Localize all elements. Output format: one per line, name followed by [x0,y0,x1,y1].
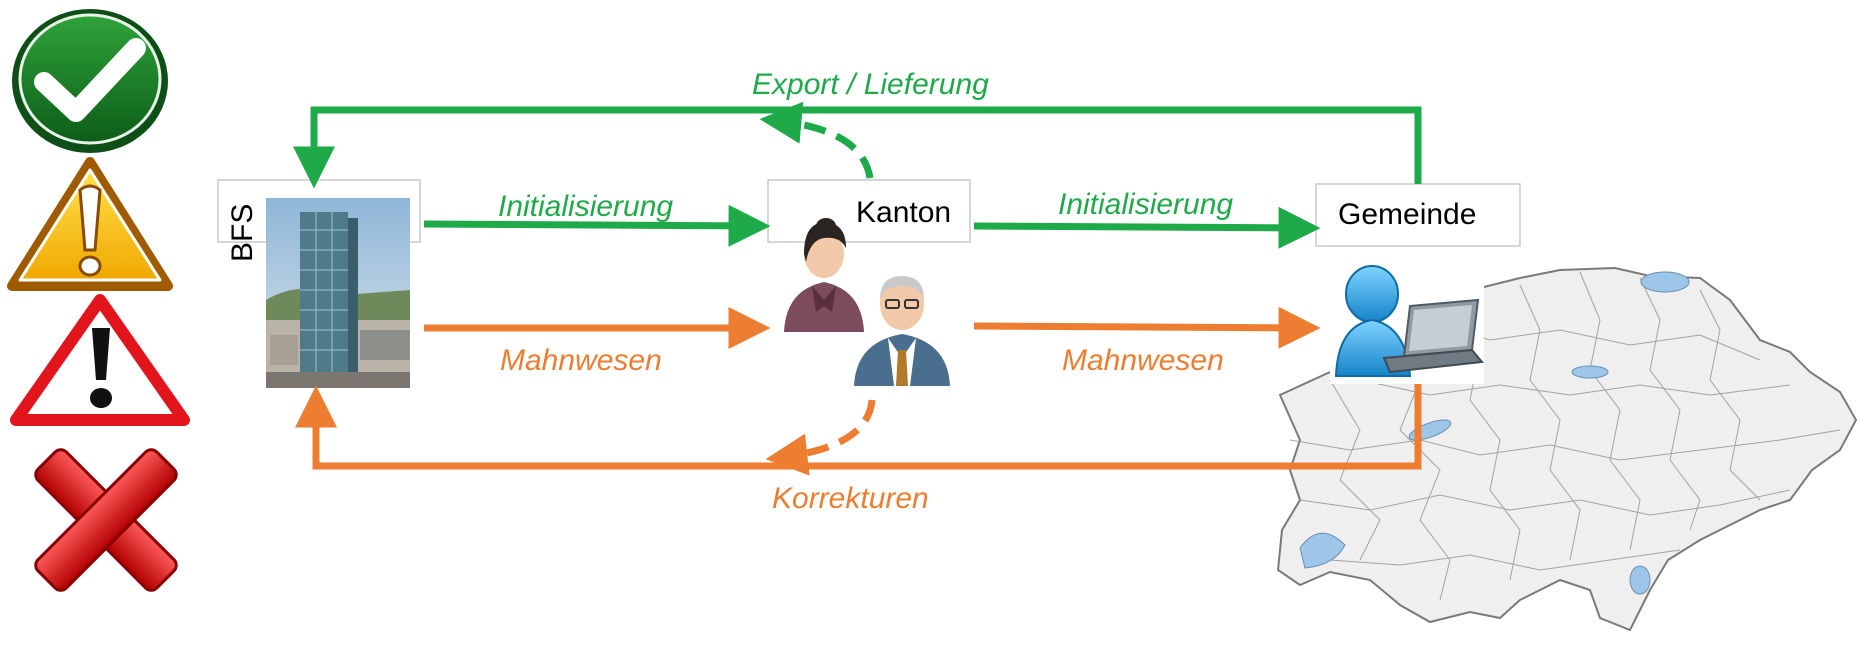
mahn-kanton-gemeinde-label: Mahnwesen [1062,344,1224,377]
korrekturen-label: Korrekturen [772,482,929,515]
bfs-building-photo [266,198,410,388]
error-x-icon [34,448,178,592]
export-arrow [293,106,1422,189]
init-kanton-gemeinde-arrow [973,206,1321,249]
warning-red-icon [10,294,190,426]
korrekturen-dashed-arrow [765,399,876,476]
mahn-bfs-kanton-label: Mahnwesen [500,344,662,377]
warning-yellow-icon [7,157,173,291]
kanton-persons-icon [784,218,950,386]
kanton-box [767,179,971,243]
init-bfs-kanton-arrow [423,204,771,247]
check-icon [12,9,168,153]
init-kanton-gemeinde-label: Initialisierung [1058,188,1234,221]
korrekturen-arrow [295,384,1422,470]
bfs-label: BFS [226,203,259,262]
export-dashed-arrow [759,101,874,179]
gemeinde-box [1315,183,1521,247]
kanton-label: Kanton [856,196,952,229]
init-bfs-kanton-label: Initialisierung [498,190,674,223]
export-label: Export / Lieferung [752,68,989,101]
mahn-kanton-gemeinde-arrow [973,306,1321,349]
gemeinde-label: Gemeinde [1338,198,1477,231]
gemeinde-user-laptop-icon [1330,265,1484,384]
